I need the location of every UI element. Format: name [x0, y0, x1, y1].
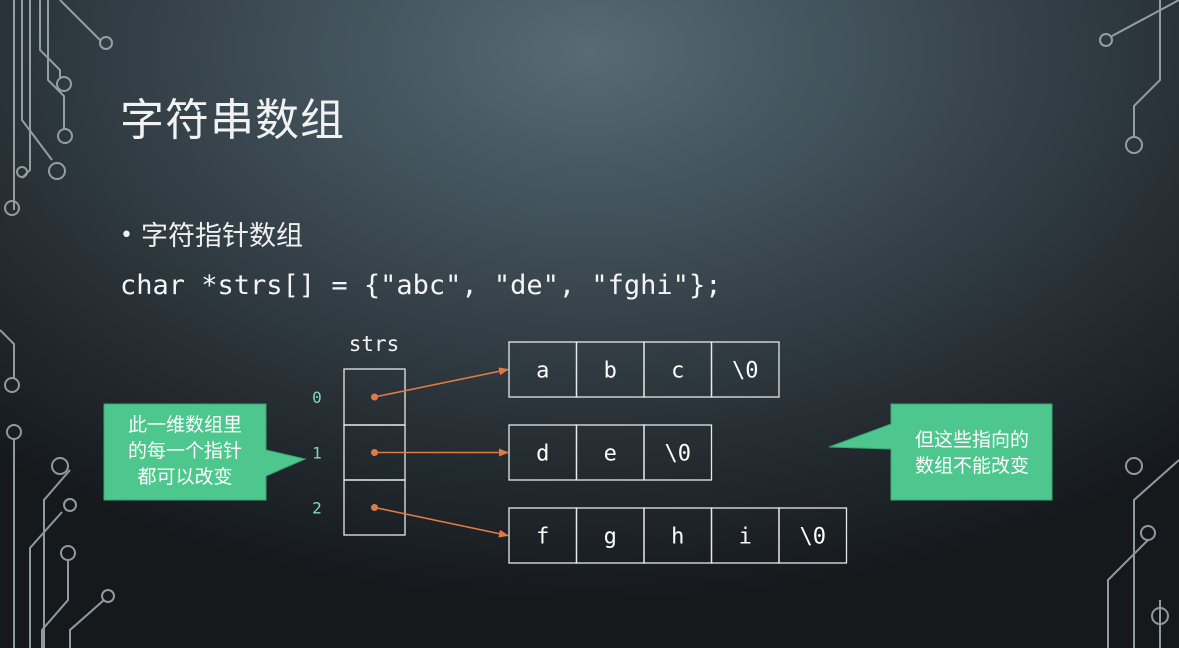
char-label: b — [604, 359, 617, 384]
char-cell — [778, 507, 848, 564]
index-label: 2 — [312, 499, 322, 518]
char-label: f — [536, 525, 549, 550]
pointer-cell — [343, 479, 406, 536]
callout-right-text: 数组不能改变 — [915, 455, 1029, 477]
callout-left-text: 的每一个指针 — [128, 440, 242, 462]
bullet-text: 字符指针数组 — [140, 221, 303, 252]
index-label: 0 — [312, 388, 322, 407]
callout-right-shape — [828, 403, 1053, 501]
callout-right-text: 但这些指向的 — [915, 429, 1029, 451]
array-name-label: strs — [349, 332, 400, 356]
char-label: \0 — [732, 359, 759, 384]
char-label: d — [536, 442, 549, 467]
char-label: \0 — [800, 525, 827, 550]
char-label: e — [604, 442, 617, 467]
bullet-item: • 字符指针数组 — [120, 214, 303, 253]
callout-left-text: 此一维数组里 — [128, 414, 242, 436]
char-label: h — [671, 525, 684, 550]
char-label: a — [536, 359, 549, 384]
callout-left-shape — [103, 403, 307, 501]
char-cell — [710, 341, 780, 398]
char-cell — [643, 424, 713, 481]
char-label: i — [739, 525, 752, 550]
bullet-dot: • — [120, 223, 133, 248]
index-label: 1 — [312, 444, 322, 463]
char-label: g — [604, 525, 617, 550]
pointer-arrow — [374, 367, 509, 398]
slide-title: 字符串数组 — [120, 95, 345, 146]
callout-left-text: 都可以改变 — [137, 466, 232, 488]
char-label: c — [671, 359, 684, 384]
pointer-arrow — [374, 506, 509, 538]
code-line: char *strs[] = {"abc", "de", "fghi"}; — [120, 270, 722, 301]
char-label: \0 — [665, 442, 692, 467]
